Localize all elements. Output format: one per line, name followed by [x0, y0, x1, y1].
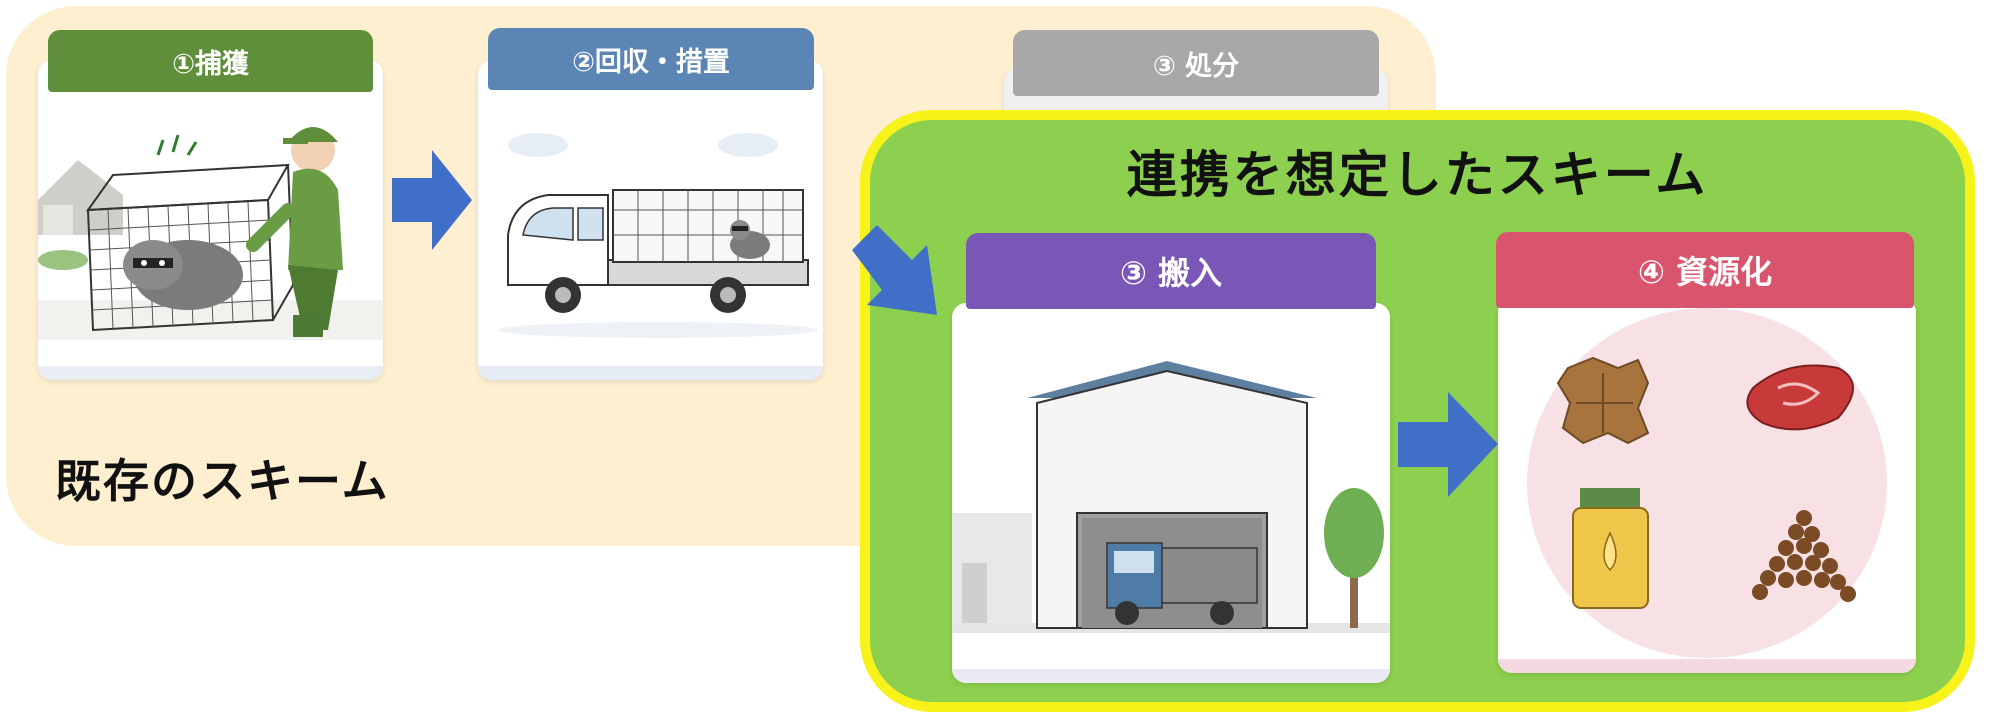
- resources-card: [1498, 298, 1916, 673]
- step-disposal-header: ③ 処分: [1013, 30, 1379, 96]
- capture-card: [38, 60, 383, 380]
- collection-truck-icon: [498, 133, 818, 338]
- flow-arrow-2-icon: [842, 220, 952, 330]
- warehouse-truck-icon: [952, 361, 1390, 633]
- carry-in-card: [952, 303, 1390, 683]
- step-carry-in-header: ③ 搬入: [966, 233, 1376, 309]
- existing-scheme-label: 既存のスキーム: [55, 454, 390, 508]
- step-resources-header: ④ 資源化: [1496, 232, 1914, 308]
- step-collection-header: ②回収・措置: [488, 28, 814, 90]
- trap-cage-worker-icon: [38, 127, 383, 340]
- flow-arrow-1-icon: [392, 150, 472, 250]
- resources-icon: [1527, 308, 1887, 658]
- collection-card: [478, 60, 823, 380]
- step-capture-header: ①捕獲: [48, 30, 373, 92]
- cooperative-scheme-title: 連携を想定したスキーム: [1126, 146, 1709, 204]
- flow-arrow-3-icon: [1398, 392, 1498, 497]
